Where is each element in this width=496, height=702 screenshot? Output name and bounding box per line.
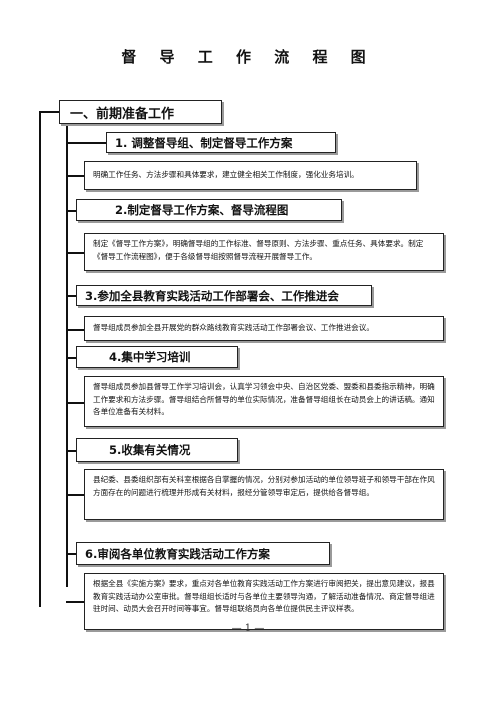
- step-5-header: 5.收集有关情况: [76, 438, 238, 462]
- connector-desc-6: [66, 601, 84, 603]
- phase-box: 一、前期准备工作: [59, 100, 222, 124]
- step-6-header: 6.审阅各单位教育实践活动工作方案: [76, 542, 330, 565]
- connector-step-2: [66, 210, 78, 212]
- step-1-description: 明确工作任务、方法步骤和具体要求，建立健全相关工作制度，强化业务培训。: [84, 161, 417, 190]
- step-6-text: 根据全县《实施方案》要求，重点对各单位教育实践活动工作方案进行审阅把关，提出意见…: [93, 579, 435, 613]
- step-5-description: 县纪委、县委组织部有关科室根据各自掌握的情况，分别对参加活动的单位领导班子和领导…: [84, 469, 444, 520]
- step-4-text: 督导组成员参加县督导工作学习培训会，认真学习领会中央、自治区党委、盟委和县委指示…: [93, 382, 435, 416]
- step-1-title: 1. 调整督导组、制定督导工作方案: [115, 135, 293, 150]
- step-6-title: 6.审阅各单位教育实践活动工作方案: [85, 546, 270, 561]
- step-2-text: 制定《督导工作方案》，明确督导组的工作标准、督导原则、方法步骤、重点任务、具体要…: [93, 239, 424, 261]
- step-5-text: 县纪委、县委组织部有关科室根据各自掌握的情况，分别对参加活动的单位领导班子和领导…: [93, 475, 435, 497]
- step-2-header: 2.制定督导工作方案、督导流程图: [76, 199, 342, 221]
- branch-line: [66, 124, 68, 587]
- connector-phase: [39, 111, 61, 113]
- main-flow-line: [39, 111, 41, 607]
- connector-desc-4: [66, 402, 84, 404]
- step-1-header: 1. 调整督导组、制定督导工作方案: [106, 132, 336, 153]
- document-title: 督 导 工 作 流 程 图: [121, 48, 375, 66]
- step-3-title: 3.参加全县教育实践活动工作部署会、工作推进会: [85, 288, 339, 303]
- step-6-description: 根据全县《实施方案》要求，重点对各单位教育实践活动工作方案进行审阅把关，提出意见…: [84, 573, 444, 630]
- connector-desc-2: [66, 252, 84, 254]
- connector-step-5: [66, 450, 78, 452]
- phase-label: 一、前期准备工作: [70, 106, 175, 122]
- connector-desc-5: [66, 494, 84, 496]
- step-2-description: 制定《督导工作方案》，明确督导组的工作标准、督导原则、方法步骤、重点任务、具体要…: [84, 233, 444, 271]
- connector-step-4: [66, 357, 78, 359]
- connector-desc-1: [66, 175, 84, 177]
- step-2-title: 2.制定督导工作方案、督导流程图: [115, 203, 289, 217]
- connector-step-6: [66, 553, 78, 555]
- step-1-text: 明确工作任务、方法步骤和具体要求，建立健全相关工作制度，强化业务培训。: [93, 170, 359, 180]
- step-4-header: 4.集中学习培训: [76, 346, 238, 368]
- step-3-description: 督导组成员参加全县开展党的群众路线教育实践活动工作部署会议、工作推进会议。: [84, 316, 444, 341]
- step-3-text: 督导组成员参加全县开展党的群众路线教育实践活动工作部署会议、工作推进会议。: [93, 323, 374, 333]
- connector-step-3: [66, 295, 78, 297]
- step-3-header: 3.参加全县教育实践活动工作部署会、工作推进会: [76, 285, 372, 306]
- step-4-description: 督导组成员参加县督导工作学习培训会，认真学习领会中央、自治区党委、盟委和县委指示…: [84, 376, 444, 427]
- connector-desc-3: [66, 329, 84, 331]
- step-5-title: 5.收集有关情况: [109, 443, 191, 457]
- step-4-title: 4.集中学习培训: [109, 350, 191, 364]
- page-number: — 1 —: [231, 623, 265, 634]
- connector-step-1: [66, 142, 108, 144]
